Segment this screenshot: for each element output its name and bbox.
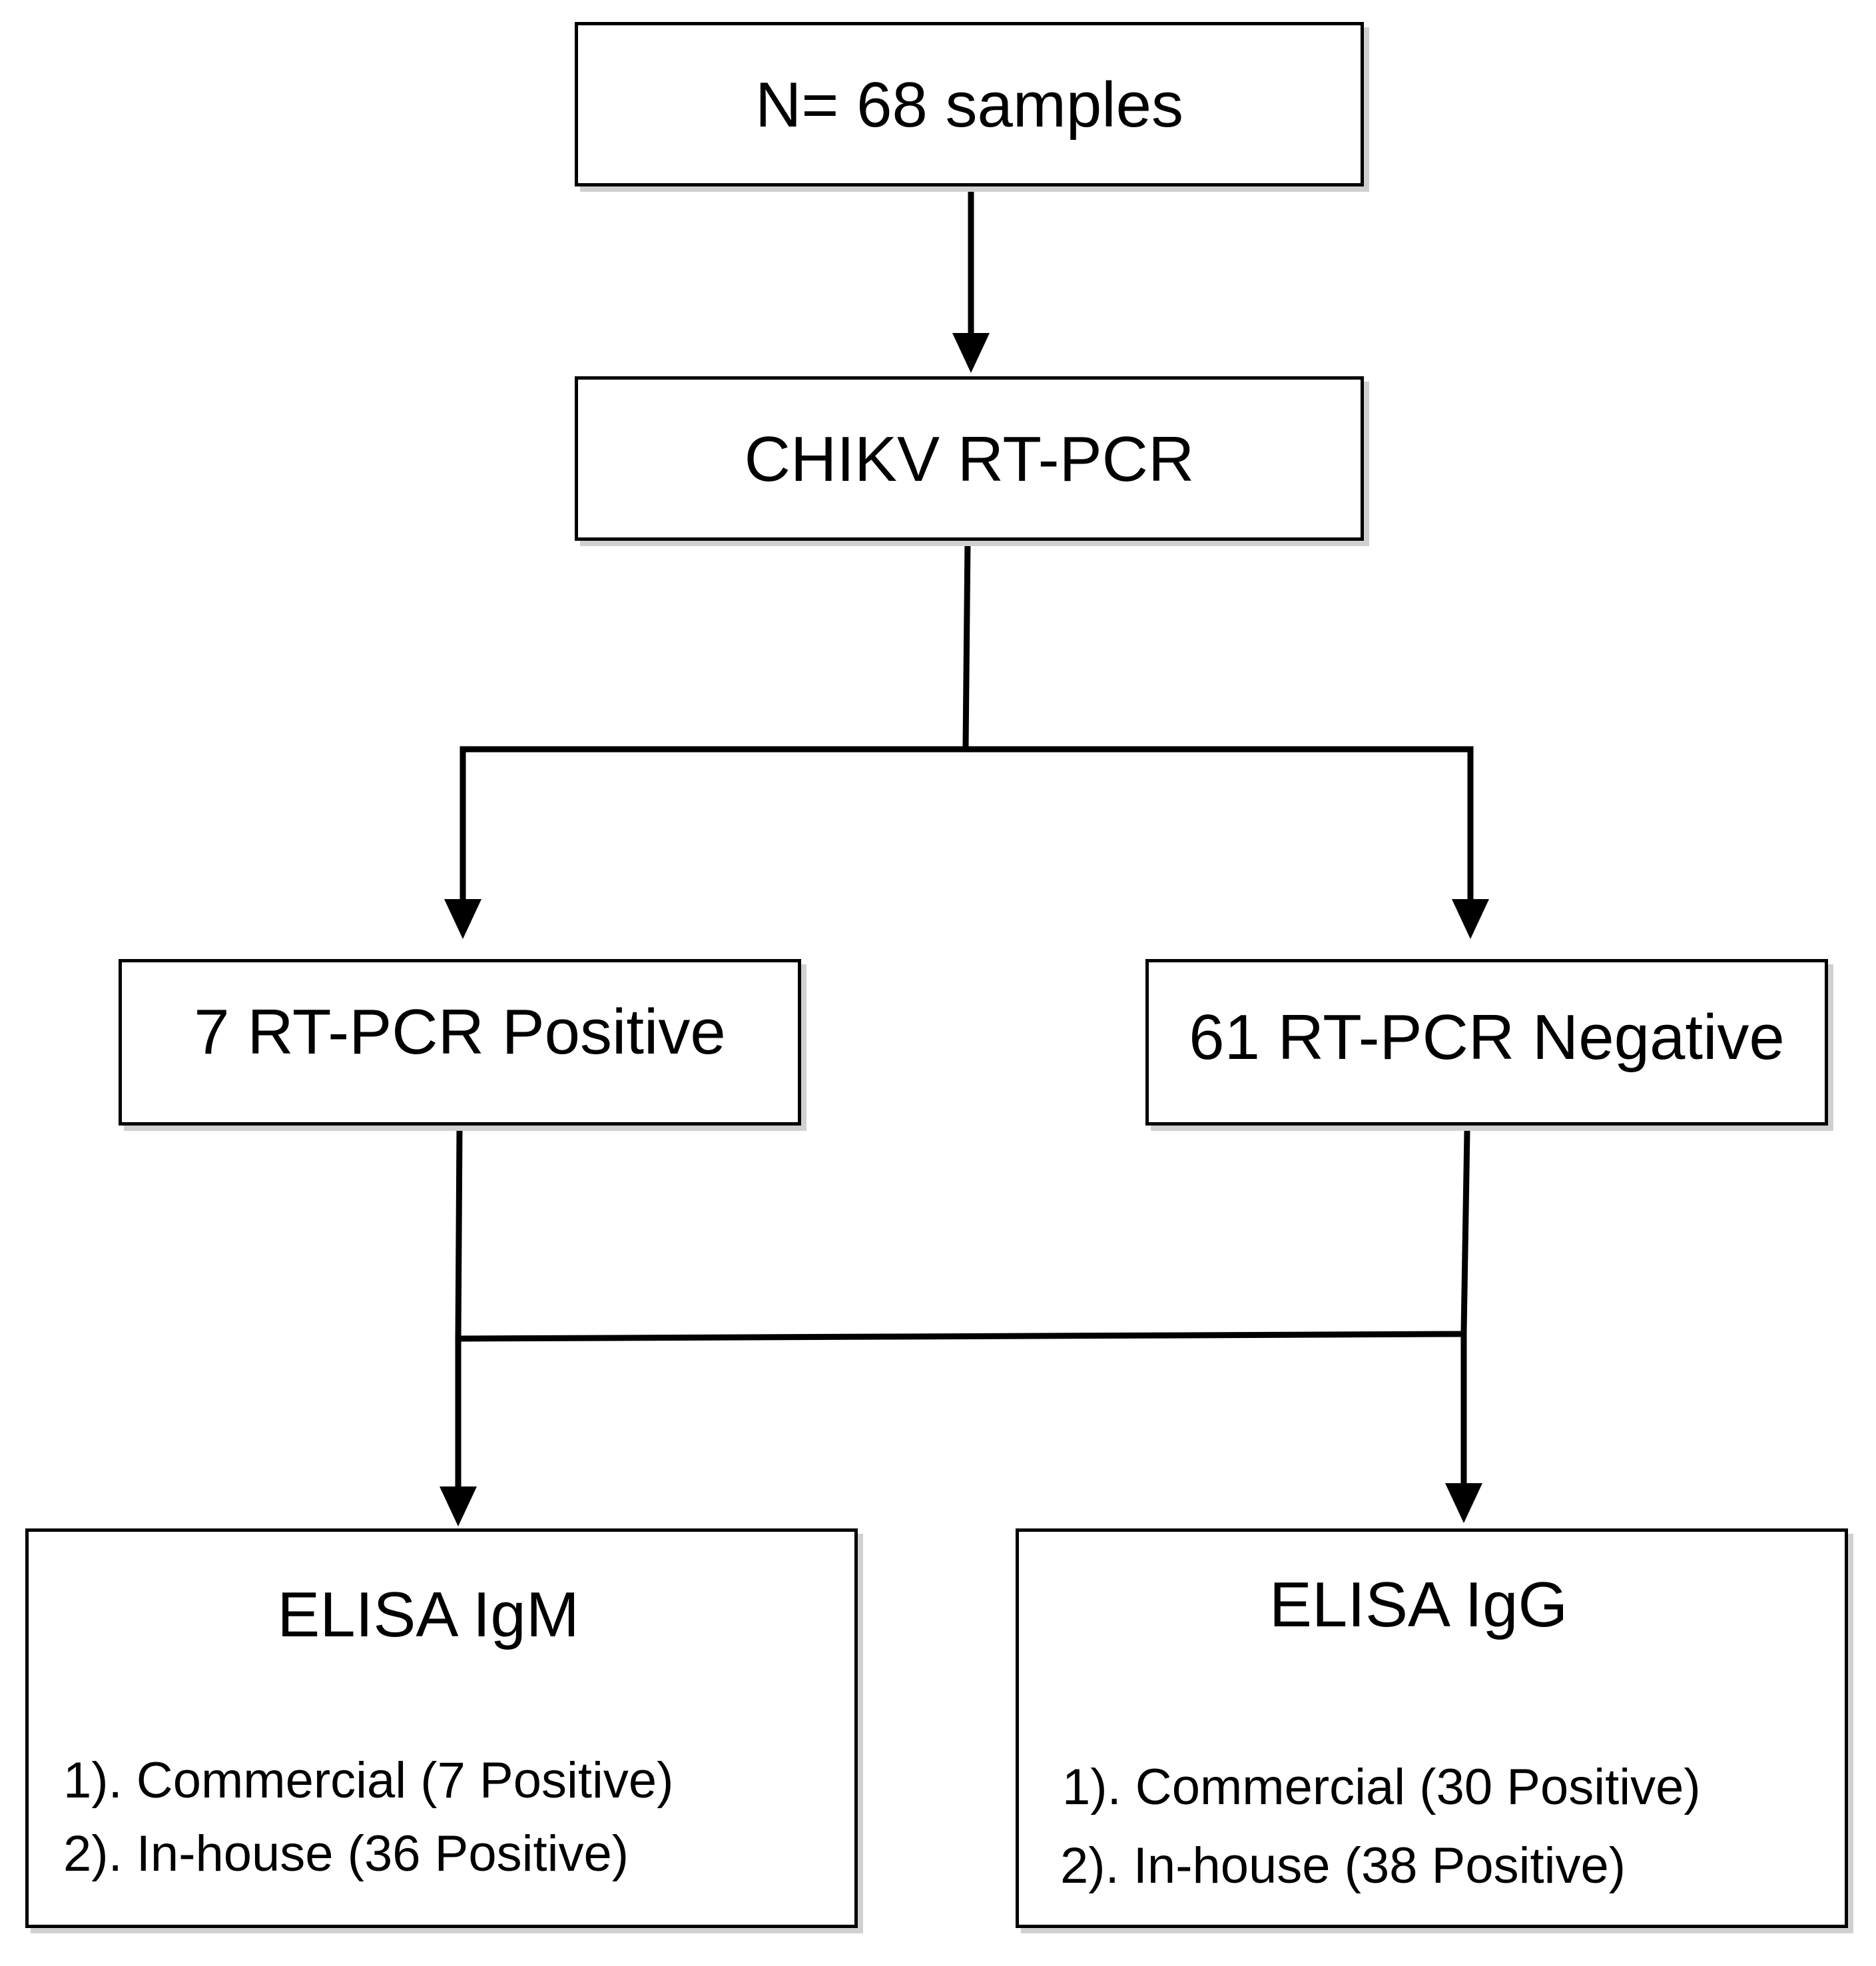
rtpcr-label: CHIKV RT-PCR — [744, 424, 1195, 495]
elisa-igg-item: 1). Commercial (30 Positive) — [1062, 1759, 1701, 1815]
connector-positive-down — [455, 1126, 463, 1342]
connector-negative-down — [1460, 1129, 1470, 1335]
connector-merge-horizontal — [455, 1331, 1467, 1342]
arrowhead-igg — [1445, 1483, 1482, 1523]
negative-label: 61 RT-PCR Negative — [1189, 1002, 1785, 1073]
arrowhead-igm — [440, 1486, 477, 1526]
arrowhead-negative — [1452, 899, 1489, 939]
elisa-igm-item: 2). In-house (36 Positive) — [63, 1825, 629, 1882]
arrowhead-positive — [444, 899, 481, 939]
connector-rtpcr-down — [962, 537, 971, 751]
samples-label: N= 68 samples — [755, 69, 1183, 141]
elisa-igm-title: ELISA IgM — [277, 1579, 579, 1650]
negative-box: 61 RT-PCR Negative — [1145, 959, 1828, 1126]
positive-box: 7 RT-PCR Positive — [119, 959, 801, 1126]
elisa-igg-title: ELISA IgG — [1269, 1569, 1568, 1640]
arrowhead-rtpcr — [952, 333, 990, 373]
elisa-igm-box: ELISA IgM 1). Commercial (7 Positive) 2)… — [25, 1528, 858, 1928]
samples-box: N= 68 samples — [575, 22, 1364, 186]
elisa-igg-box: ELISA IgG 1). Commercial (30 Positive) 2… — [1016, 1528, 1848, 1928]
elisa-igm-item: 1). Commercial (7 Positive) — [63, 1752, 674, 1809]
positive-label: 7 RT-PCR Positive — [194, 996, 726, 1068]
rtpcr-box: CHIKV RT-PCR — [575, 376, 1364, 541]
elisa-igg-item: 2). In-house (38 Positive) — [1060, 1837, 1626, 1894]
